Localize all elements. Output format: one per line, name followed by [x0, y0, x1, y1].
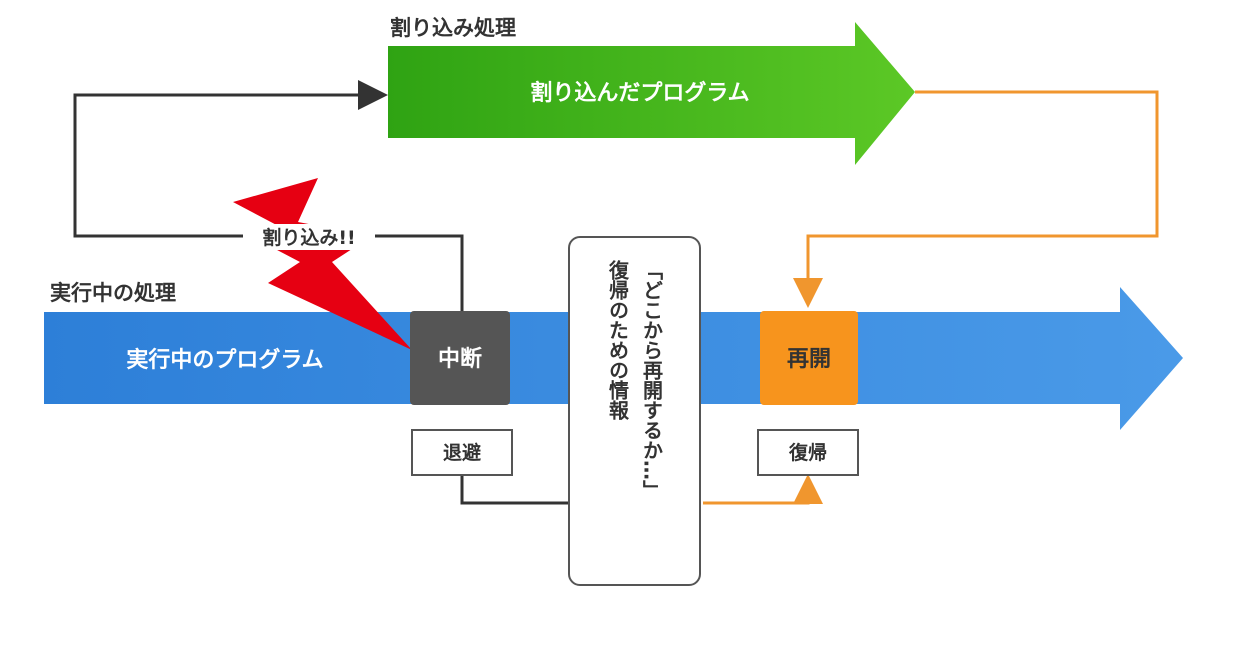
save-line — [460, 475, 568, 505]
return-path-line — [793, 90, 1159, 308]
save-box — [411, 429, 513, 476]
running-section-label: 実行中の処理 — [50, 281, 176, 305]
info-line-1: 「どこから再開するか…」 — [639, 260, 664, 500]
suspend-box — [410, 311, 510, 405]
interrupt-section-label: 割り込み処理 — [390, 16, 516, 40]
restore-info-box: 「どこから再開するか…」 復帰のための情報 — [568, 236, 701, 586]
info-line-2: 復帰のための情報 — [605, 260, 630, 420]
restore-line — [703, 474, 823, 505]
running-program-label: 実行中のプログラム — [126, 347, 323, 373]
restore-label: 復帰 — [788, 441, 827, 464]
interrupt-path-line — [73, 80, 464, 311]
resume-box — [760, 311, 858, 405]
resume-label: 再開 — [787, 347, 831, 372]
interrupt-event-label: 割り込み!! — [262, 226, 355, 249]
interrupt-program-arrow — [388, 22, 915, 165]
lightning-icon — [233, 178, 412, 350]
save-label: 退避 — [443, 441, 481, 464]
interrupt-label-bg — [243, 224, 375, 250]
restore-info-text: 「どこから再開するか…」 復帰のための情報 — [601, 260, 669, 584]
interrupt-program-label: 割り込んだプログラム — [530, 80, 749, 106]
suspend-label: 中断 — [438, 346, 482, 372]
restore-box — [757, 429, 859, 476]
